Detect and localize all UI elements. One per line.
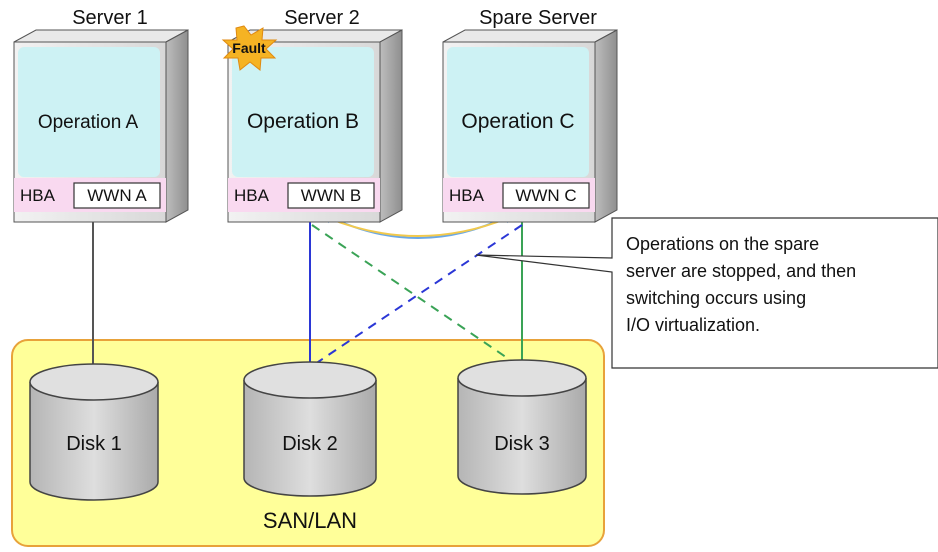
disk-label: Disk 2: [282, 433, 338, 455]
wwn-label: WWN A: [87, 186, 147, 205]
link-spare-disk2-dashed: [311, 224, 523, 367]
wwn-label: WWN B: [301, 186, 361, 205]
hba-label: HBA: [20, 186, 56, 205]
fault-label: Fault: [232, 40, 266, 56]
wwn-box: [73, 182, 161, 209]
server-1: Server 1 Operation A HBA WWN A: [13, 7, 189, 223]
callout-line: Operations on the spare: [626, 234, 819, 254]
operation-label: Operation B: [247, 110, 359, 133]
wwn-label: WWN C: [515, 186, 576, 205]
wwn-box: [502, 182, 590, 209]
wwn-box: [287, 182, 375, 209]
disk-label: Disk 3: [494, 433, 550, 455]
callout-line: server are stopped, and then: [626, 261, 856, 281]
link-server2-disk3-dashed: [311, 224, 523, 369]
disk-2: Disk 2: [243, 361, 377, 497]
server-title: Spare Server: [479, 7, 597, 29]
callout-line: I/O virtualization.: [626, 315, 760, 335]
operation-panel: [447, 47, 589, 177]
operation-panel: [232, 47, 374, 177]
hba-label: HBA: [449, 186, 485, 205]
server-title: Server 2: [284, 7, 360, 29]
operation-label: Operation A: [38, 112, 139, 133]
server-2: Server 2 Operation B HBA WWN B: [227, 7, 403, 223]
disk-label: Disk 1: [66, 433, 122, 455]
fault-badge: Fault: [221, 25, 278, 71]
disk-1: Disk 1: [29, 363, 159, 501]
operation-label: Operation C: [461, 110, 574, 133]
disk-3: Disk 3: [457, 359, 587, 495]
callout-line: switching occurs using: [626, 288, 806, 308]
hba-label: HBA: [234, 186, 270, 205]
fault-burst-icon: [221, 25, 278, 71]
server-title: Server 1: [72, 7, 148, 29]
network-label: SAN/LAN: [263, 508, 357, 533]
operation-panel: [18, 47, 160, 177]
spare-server: Spare Server Operation C HBA WWN C: [442, 7, 618, 223]
callout: Operations on the spare server are stopp…: [475, 217, 938, 369]
